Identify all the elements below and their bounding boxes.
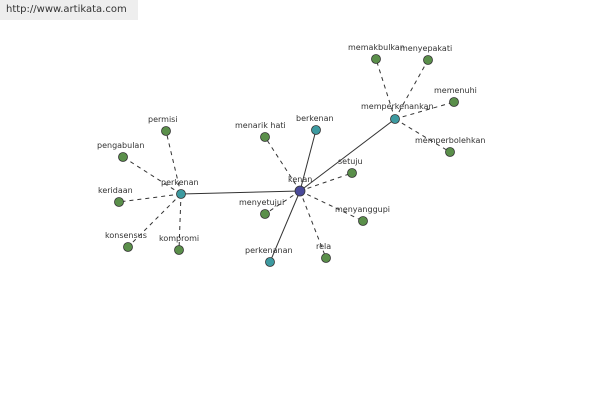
node-memperkenankan[interactable] [390,114,400,124]
label-menyanggupi: menyanggupi [335,205,390,214]
node-kenan[interactable] [294,185,306,197]
label-rela: rela [316,242,331,251]
label-memperbolehkan: memperbolehkan [415,136,485,145]
label-menyepakati: menyepakati [400,44,452,53]
graph-nodes [114,54,459,267]
label-pengabulan: pengabulan [97,141,144,150]
label-menyetujui: menyetujui [239,198,284,207]
node-permisi[interactable] [161,126,171,136]
edge-memperkenankan-memenuhi [394,101,455,120]
node-menyepakati[interactable] [423,55,433,65]
edge-memperkenankan-memakbulkan [375,58,396,120]
label-menarik-hati: menarik hati [235,121,286,130]
edge-kenan-memperkenankan [299,118,396,192]
label-memakbulkan: memakbulkan [348,43,405,52]
edge-kenan-perkenanan [269,190,301,263]
label-memenuhi: memenuhi [434,86,477,95]
node-berkenan[interactable] [311,125,321,135]
label-perkenanan: perkenanan [245,246,293,255]
edge-kenan-berkenan [299,129,317,192]
node-perkenan[interactable] [176,189,186,199]
edge-perkenan-pengabulan [122,156,182,195]
edge-kenan-setuju [299,172,353,192]
edge-perkenan-keridaan [118,193,182,203]
edge-memperkenankan-menyepakati [394,59,429,120]
node-pengabulan[interactable] [118,152,128,162]
label-perkenan: perkenan [161,178,199,187]
edge-memperkenankan-memperbolehkan [394,118,451,153]
label-kompromi: kompromi [159,234,199,243]
edge-kenan-rela [299,190,327,259]
edge-kenan-menyetujui [264,190,301,215]
site-url-watermark: http://www.artikata.com [0,0,138,20]
node-perkenanan[interactable] [265,257,275,267]
node-konsensus[interactable] [123,242,133,252]
graph-labels: permisi pengabulan keridaan konsensus kompro… [97,43,485,255]
edge-kenan-menyanggupi [299,190,364,222]
edge-perkenan-kompromi [178,193,182,251]
label-kenan: kenan [288,175,312,184]
node-rela[interactable] [321,253,331,263]
node-memenuhi[interactable] [449,97,459,107]
node-kompromi[interactable] [174,245,184,255]
node-keridaan[interactable] [114,197,124,207]
label-setuju: setuju [338,157,363,166]
node-menarik-hati[interactable] [260,132,270,142]
graph-edges [118,58,455,263]
node-memakbulkan[interactable] [371,54,381,64]
edge-kenan-menarik-hati [264,136,301,192]
label-memperkenankan: memperkenankan [361,102,434,111]
node-memperbolehkan[interactable] [445,147,455,157]
node-setuju[interactable] [347,168,357,178]
label-keridaan: keridaan [98,186,133,195]
node-menyanggupi[interactable] [358,216,368,226]
edge-perkenan-permisi [165,130,182,195]
label-permisi: permisi [148,115,178,124]
label-konsensus: konsensus [105,231,147,240]
node-menyetujui[interactable] [260,209,270,219]
edge-kenan-perkenan [180,190,301,195]
label-berkenan: berkenan [296,114,334,123]
